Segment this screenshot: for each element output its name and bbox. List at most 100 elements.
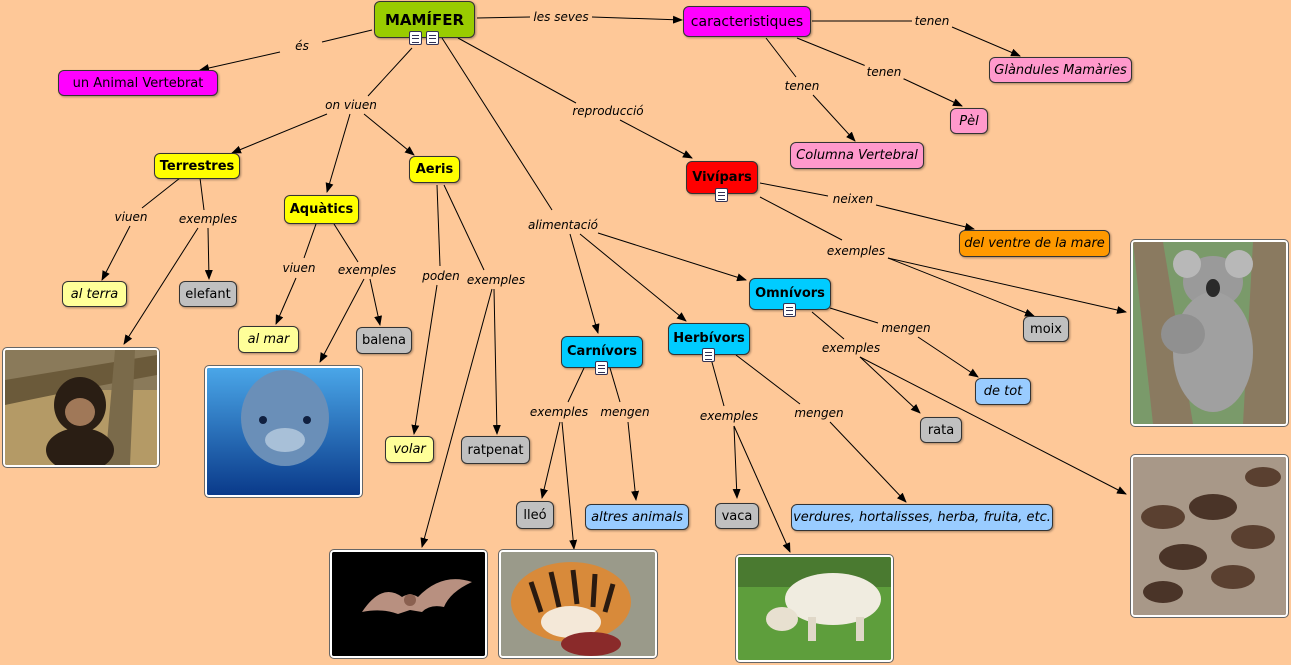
link-exemples: exemples	[527, 405, 591, 419]
edge	[123, 227, 199, 345]
concept-al-mar[interactable]: al mar	[238, 326, 299, 353]
edge	[561, 421, 578, 550]
tiger-image	[501, 552, 655, 656]
edge	[579, 233, 687, 322]
resource-sheet-icon[interactable]	[426, 31, 439, 45]
chimpanzee-image	[5, 350, 157, 465]
concept-glandules[interactable]: Glàndules Mamàries	[989, 57, 1132, 83]
resource-doc-icon[interactable]	[702, 348, 715, 362]
resource-doc-icon[interactable]	[715, 188, 728, 202]
edge	[887, 257, 1035, 317]
edge	[141, 177, 181, 209]
link-es: és	[293, 39, 311, 53]
link-viuen: viuen	[112, 210, 150, 224]
bat-photo[interactable]	[329, 549, 488, 659]
edge	[363, 113, 415, 156]
link-viuen: viuen	[280, 261, 318, 275]
chimpanzee-photo[interactable]	[2, 347, 160, 468]
link-poden: poden	[420, 269, 462, 283]
link-exemples: exemples	[176, 212, 240, 226]
concept-verdures[interactable]: verdures, hortalisses, herba, fruita, et…	[791, 504, 1053, 531]
tiger-photo[interactable]	[498, 549, 658, 659]
edge	[436, 184, 441, 267]
edge	[619, 119, 693, 159]
edge	[275, 277, 297, 325]
concept-rata[interactable]: rata	[920, 417, 962, 443]
edge	[812, 94, 856, 142]
concept-terrestres[interactable]: Terrestres	[154, 153, 240, 179]
link-exemples: exemples	[697, 409, 761, 423]
resource-doc-icon[interactable]	[783, 303, 796, 317]
edge	[759, 182, 829, 197]
koala-image	[1133, 242, 1286, 424]
edge	[569, 233, 600, 334]
link-exemples: exemples	[464, 273, 528, 287]
concept-al-terra[interactable]: al terra	[62, 281, 127, 307]
link-neixen: neixen	[830, 192, 876, 206]
resource-doc-icon[interactable]	[595, 361, 608, 375]
edge	[591, 15, 683, 24]
link-mengen: mengen	[879, 321, 933, 335]
concept-lleo[interactable]: lleó	[516, 501, 554, 529]
edge	[231, 113, 328, 154]
edge	[204, 227, 213, 280]
edge	[733, 425, 791, 553]
edge	[917, 336, 979, 378]
concept-altres-animals[interactable]: altres animals	[585, 504, 689, 530]
edge	[811, 311, 845, 340]
edge	[796, 37, 867, 67]
link-les-seves: les seves	[531, 10, 591, 24]
concept-vaca[interactable]: vaca	[715, 503, 759, 529]
concept-ratpenat[interactable]: ratpenat	[461, 436, 530, 464]
concept-balena[interactable]: balena	[356, 327, 412, 354]
concept-aquatics[interactable]: Aquàtics	[284, 195, 359, 224]
link-tenen: tenen	[782, 79, 822, 93]
sheep-photo[interactable]	[735, 554, 894, 663]
edge	[441, 37, 553, 211]
link-alimentacio: alimentació	[525, 218, 601, 232]
link-tenen: tenen	[912, 14, 952, 28]
concept-pel[interactable]: Pèl	[950, 108, 988, 134]
edge	[457, 37, 577, 104]
edge	[303, 223, 317, 259]
edge	[609, 367, 621, 403]
edge	[367, 47, 413, 97]
edge	[765, 37, 797, 78]
link-mengen: mengen	[598, 405, 652, 419]
concept-caracteristiques[interactable]: caracteristiques	[683, 6, 811, 37]
bat-image	[332, 552, 485, 656]
concept-ventre[interactable]: del ventre de la mare	[959, 230, 1110, 257]
edge	[420, 288, 493, 548]
rats-photo[interactable]	[1130, 454, 1289, 618]
edge	[411, 284, 438, 435]
edge	[735, 354, 801, 405]
dolphin-photo[interactable]	[204, 365, 363, 498]
link-exemples: exemples	[819, 341, 883, 355]
concept-elefant[interactable]: elefant	[179, 281, 237, 307]
edge	[333, 223, 359, 263]
edge	[859, 356, 1127, 495]
edge	[875, 204, 975, 231]
concept-vertebrat[interactable]: un Animal Vertebrat	[58, 70, 218, 96]
resource-doc-icon[interactable]	[409, 31, 422, 45]
concept-volar[interactable]: volar	[385, 436, 434, 463]
rats-image	[1133, 457, 1286, 615]
concept-de-tot[interactable]: de tot	[975, 378, 1031, 405]
edge	[567, 367, 585, 403]
concept-columna[interactable]: Columna Vertebral	[790, 142, 924, 169]
concept-mamifer[interactable]: MAMÍFER	[374, 1, 475, 38]
concept-moix[interactable]: moix	[1023, 316, 1069, 342]
edge	[901, 77, 963, 107]
edge	[597, 232, 747, 282]
edge	[321, 29, 373, 43]
edge	[101, 225, 131, 281]
edge	[829, 421, 907, 503]
edge	[759, 196, 843, 241]
edge	[732, 425, 741, 499]
edge	[951, 26, 1021, 57]
koala-photo[interactable]	[1130, 239, 1289, 427]
edge	[443, 184, 485, 271]
edge	[199, 51, 281, 72]
concept-aeris[interactable]: Aeris	[409, 156, 460, 183]
